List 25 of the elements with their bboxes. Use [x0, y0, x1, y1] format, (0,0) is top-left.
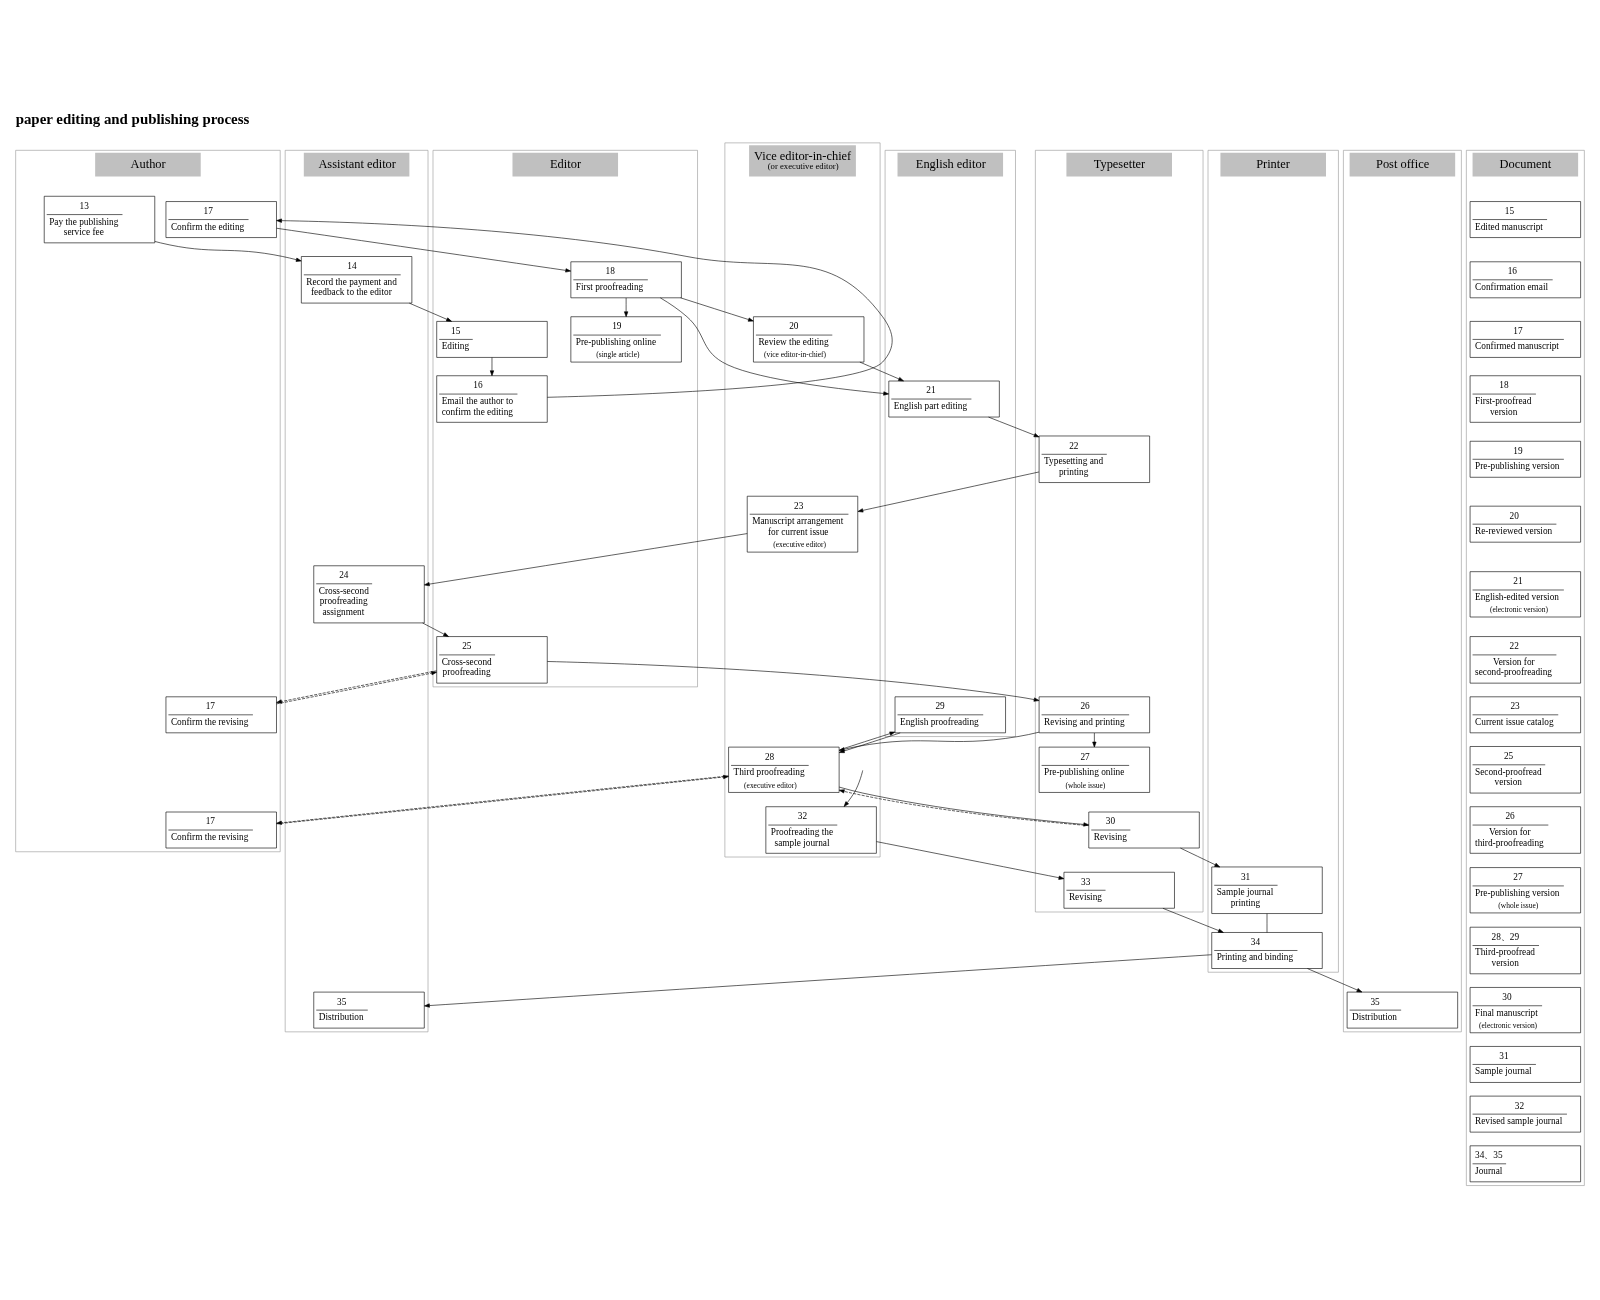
- arrow: [680, 297, 754, 322]
- arrow: [154, 240, 302, 262]
- arrow: [988, 416, 1040, 437]
- arrow: [660, 297, 889, 395]
- arrow: [424, 953, 1212, 1008]
- arrow: [276, 670, 437, 704]
- arrow: [489, 356, 495, 376]
- arrow: [1092, 732, 1097, 747]
- diagram-title: paper editing and publishing process: [15, 110, 250, 127]
- arrow: [859, 361, 904, 381]
- arrow: [838, 731, 896, 750]
- arrow: [424, 532, 748, 586]
- arrow: [1162, 907, 1224, 933]
- arrow: [409, 302, 452, 322]
- arrow: [1180, 847, 1221, 867]
- arrow: [876, 840, 1065, 880]
- arrow: [422, 622, 449, 637]
- arrow: [276, 227, 571, 272]
- arrow: [276, 218, 893, 398]
- arrow: [1307, 967, 1363, 992]
- arrow: [857, 471, 1040, 512]
- arrow: [843, 769, 864, 807]
- arrow: [547, 660, 1040, 702]
- connector: [1266, 912, 1268, 933]
- arrow: [624, 297, 629, 317]
